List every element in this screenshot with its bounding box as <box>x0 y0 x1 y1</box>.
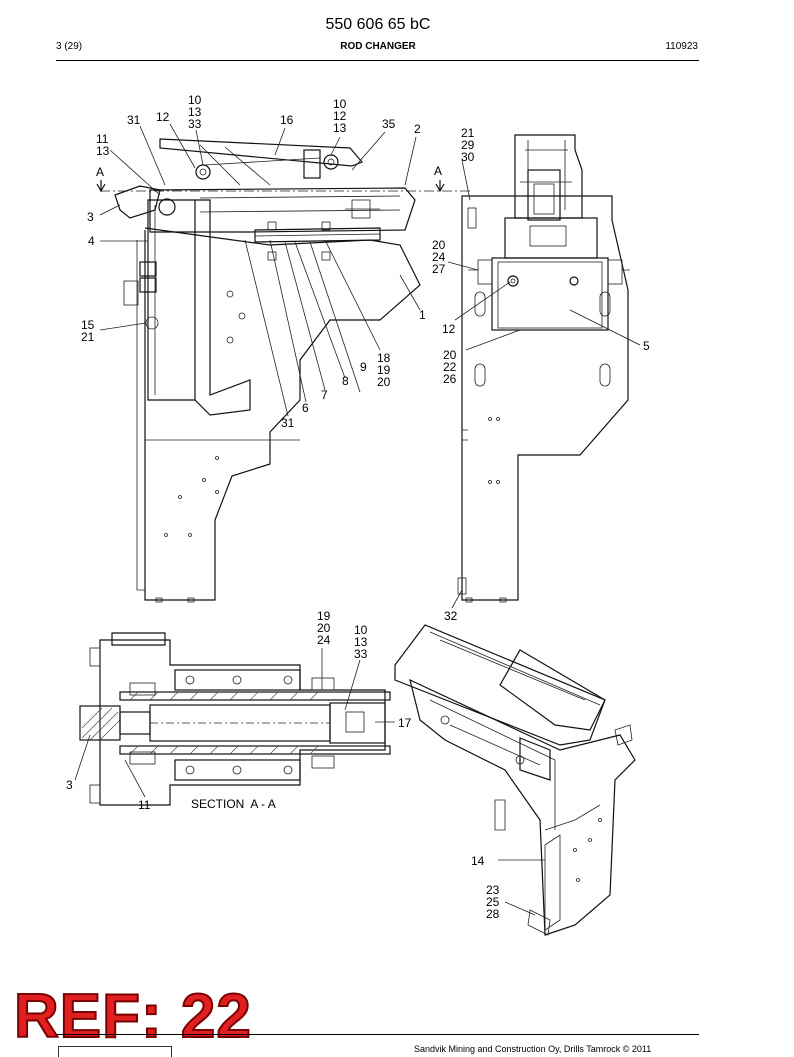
document-date: 110923 <box>665 41 698 52</box>
callout-20-24-27: 20 24 27 <box>432 238 449 276</box>
callout-11-section: 11 <box>138 798 151 812</box>
callout-3-side: 3 <box>87 210 94 224</box>
callout-31-bottom: 31 <box>281 416 295 430</box>
callout-4: 4 <box>88 234 95 248</box>
section-mark-left: A <box>96 165 104 179</box>
callout-12-top: 12 <box>156 110 170 124</box>
company-logo <box>58 1046 172 1057</box>
reference-stamp: REF: 22 <box>13 982 252 1051</box>
callout-2: 2 <box>414 122 421 136</box>
page-title: ROD CHANGER <box>340 41 416 52</box>
callout-12-front: 12 <box>442 322 456 336</box>
callout-6: 6 <box>302 401 309 415</box>
callout-23-25-28: 23 25 28 <box>486 883 503 921</box>
side-view <box>96 138 470 603</box>
page-count: 3 (29) <box>56 41 83 52</box>
section-mark-right: A <box>434 164 442 178</box>
callout-16: 16 <box>280 113 294 127</box>
callout-18-19-20: 18 19 20 <box>377 351 394 389</box>
callout-7: 7 <box>321 388 328 402</box>
header-divider <box>56 60 699 61</box>
callout-10-12-13: 10 12 13 <box>333 97 350 135</box>
callout-10-13-33-top: 10 13 33 <box>188 93 205 131</box>
front-view <box>457 134 630 603</box>
callout-35: 35 <box>382 117 396 131</box>
callout-11-13: 11 13 <box>96 132 112 158</box>
callout-15-21: 15 21 <box>81 318 98 344</box>
callout-21-29-30: 21 29 30 <box>461 126 478 164</box>
isometric-view <box>394 624 636 936</box>
callout-31-top: 31 <box>127 113 141 127</box>
callout-9: 9 <box>360 360 367 374</box>
section-a-a <box>79 632 391 806</box>
callout-8: 8 <box>342 374 349 388</box>
callout-3-section: 3 <box>66 778 73 792</box>
footer-copyright: Sandvik Mining and Construction Oy, Dril… <box>414 1044 652 1054</box>
callout-14: 14 <box>471 854 485 868</box>
document-number: 550 606 65 bC <box>325 16 431 33</box>
callout-1: 1 <box>419 308 426 322</box>
callout-10-13-33-section: 10 13 33 <box>354 623 371 661</box>
callout-20-22-26: 20 22 26 <box>443 348 460 386</box>
callout-32: 32 <box>444 609 458 623</box>
leader-lines <box>74 123 641 916</box>
callout-19-20-24: 19 20 24 <box>317 609 334 647</box>
section-label: SECTION A - A <box>191 797 276 811</box>
callout-5: 5 <box>643 339 650 353</box>
callout-17: 17 <box>398 716 412 730</box>
callout-labels: A A 10 13 33 31 12 16 10 12 13 35 2 11 1… <box>66 93 650 921</box>
footer-divider <box>56 1034 699 1035</box>
